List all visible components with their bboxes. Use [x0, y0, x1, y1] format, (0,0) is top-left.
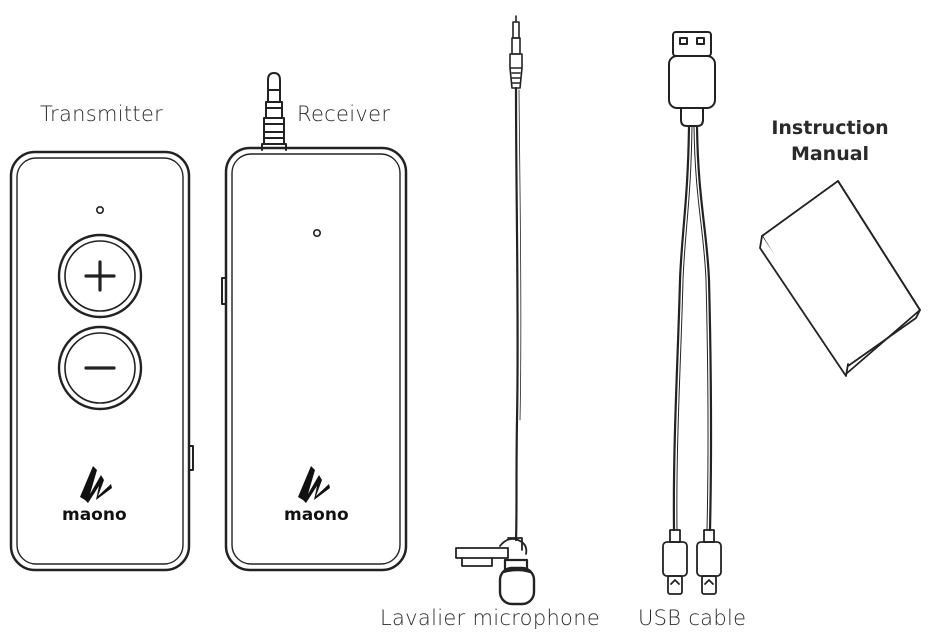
transmitter-label: Transmitter: [40, 102, 164, 126]
receiver-brand-text: maono: [284, 505, 349, 525]
manual-label-line2: Manual: [790, 143, 870, 165]
led-indicator-icon: [312, 229, 321, 238]
receiver-device: [221, 72, 408, 572]
maono-logo-icon: [80, 466, 112, 503]
lavalier-microphone: [455, 15, 536, 606]
usb-cable: [662, 31, 722, 595]
plus-icon: [57, 233, 143, 319]
transmitter-device: [9, 150, 194, 572]
instruction-manual: [759, 180, 921, 377]
transmitter-brand-text: maono: [62, 505, 127, 525]
mic-jack-icon: [509, 15, 523, 89]
manual-label-line1: Instruction: [771, 117, 889, 139]
micro-usb-plug-icon: [696, 529, 722, 595]
mic-clip-icon: [455, 537, 528, 567]
micro-usb-plug-icon: [662, 529, 688, 595]
minus-icon: [57, 325, 143, 411]
receiver-jack-icon: [261, 72, 287, 151]
lavalier-label: Lavalier microphone: [380, 606, 601, 630]
maono-logo-icon: [298, 466, 330, 503]
receiver-label: Receiver: [297, 102, 391, 126]
usb-a-plug-icon: [668, 31, 716, 127]
usb-cable-label: USB cable: [638, 606, 747, 630]
manual-label: Instruction Manual: [760, 115, 900, 167]
led-indicator-icon: [96, 206, 105, 215]
